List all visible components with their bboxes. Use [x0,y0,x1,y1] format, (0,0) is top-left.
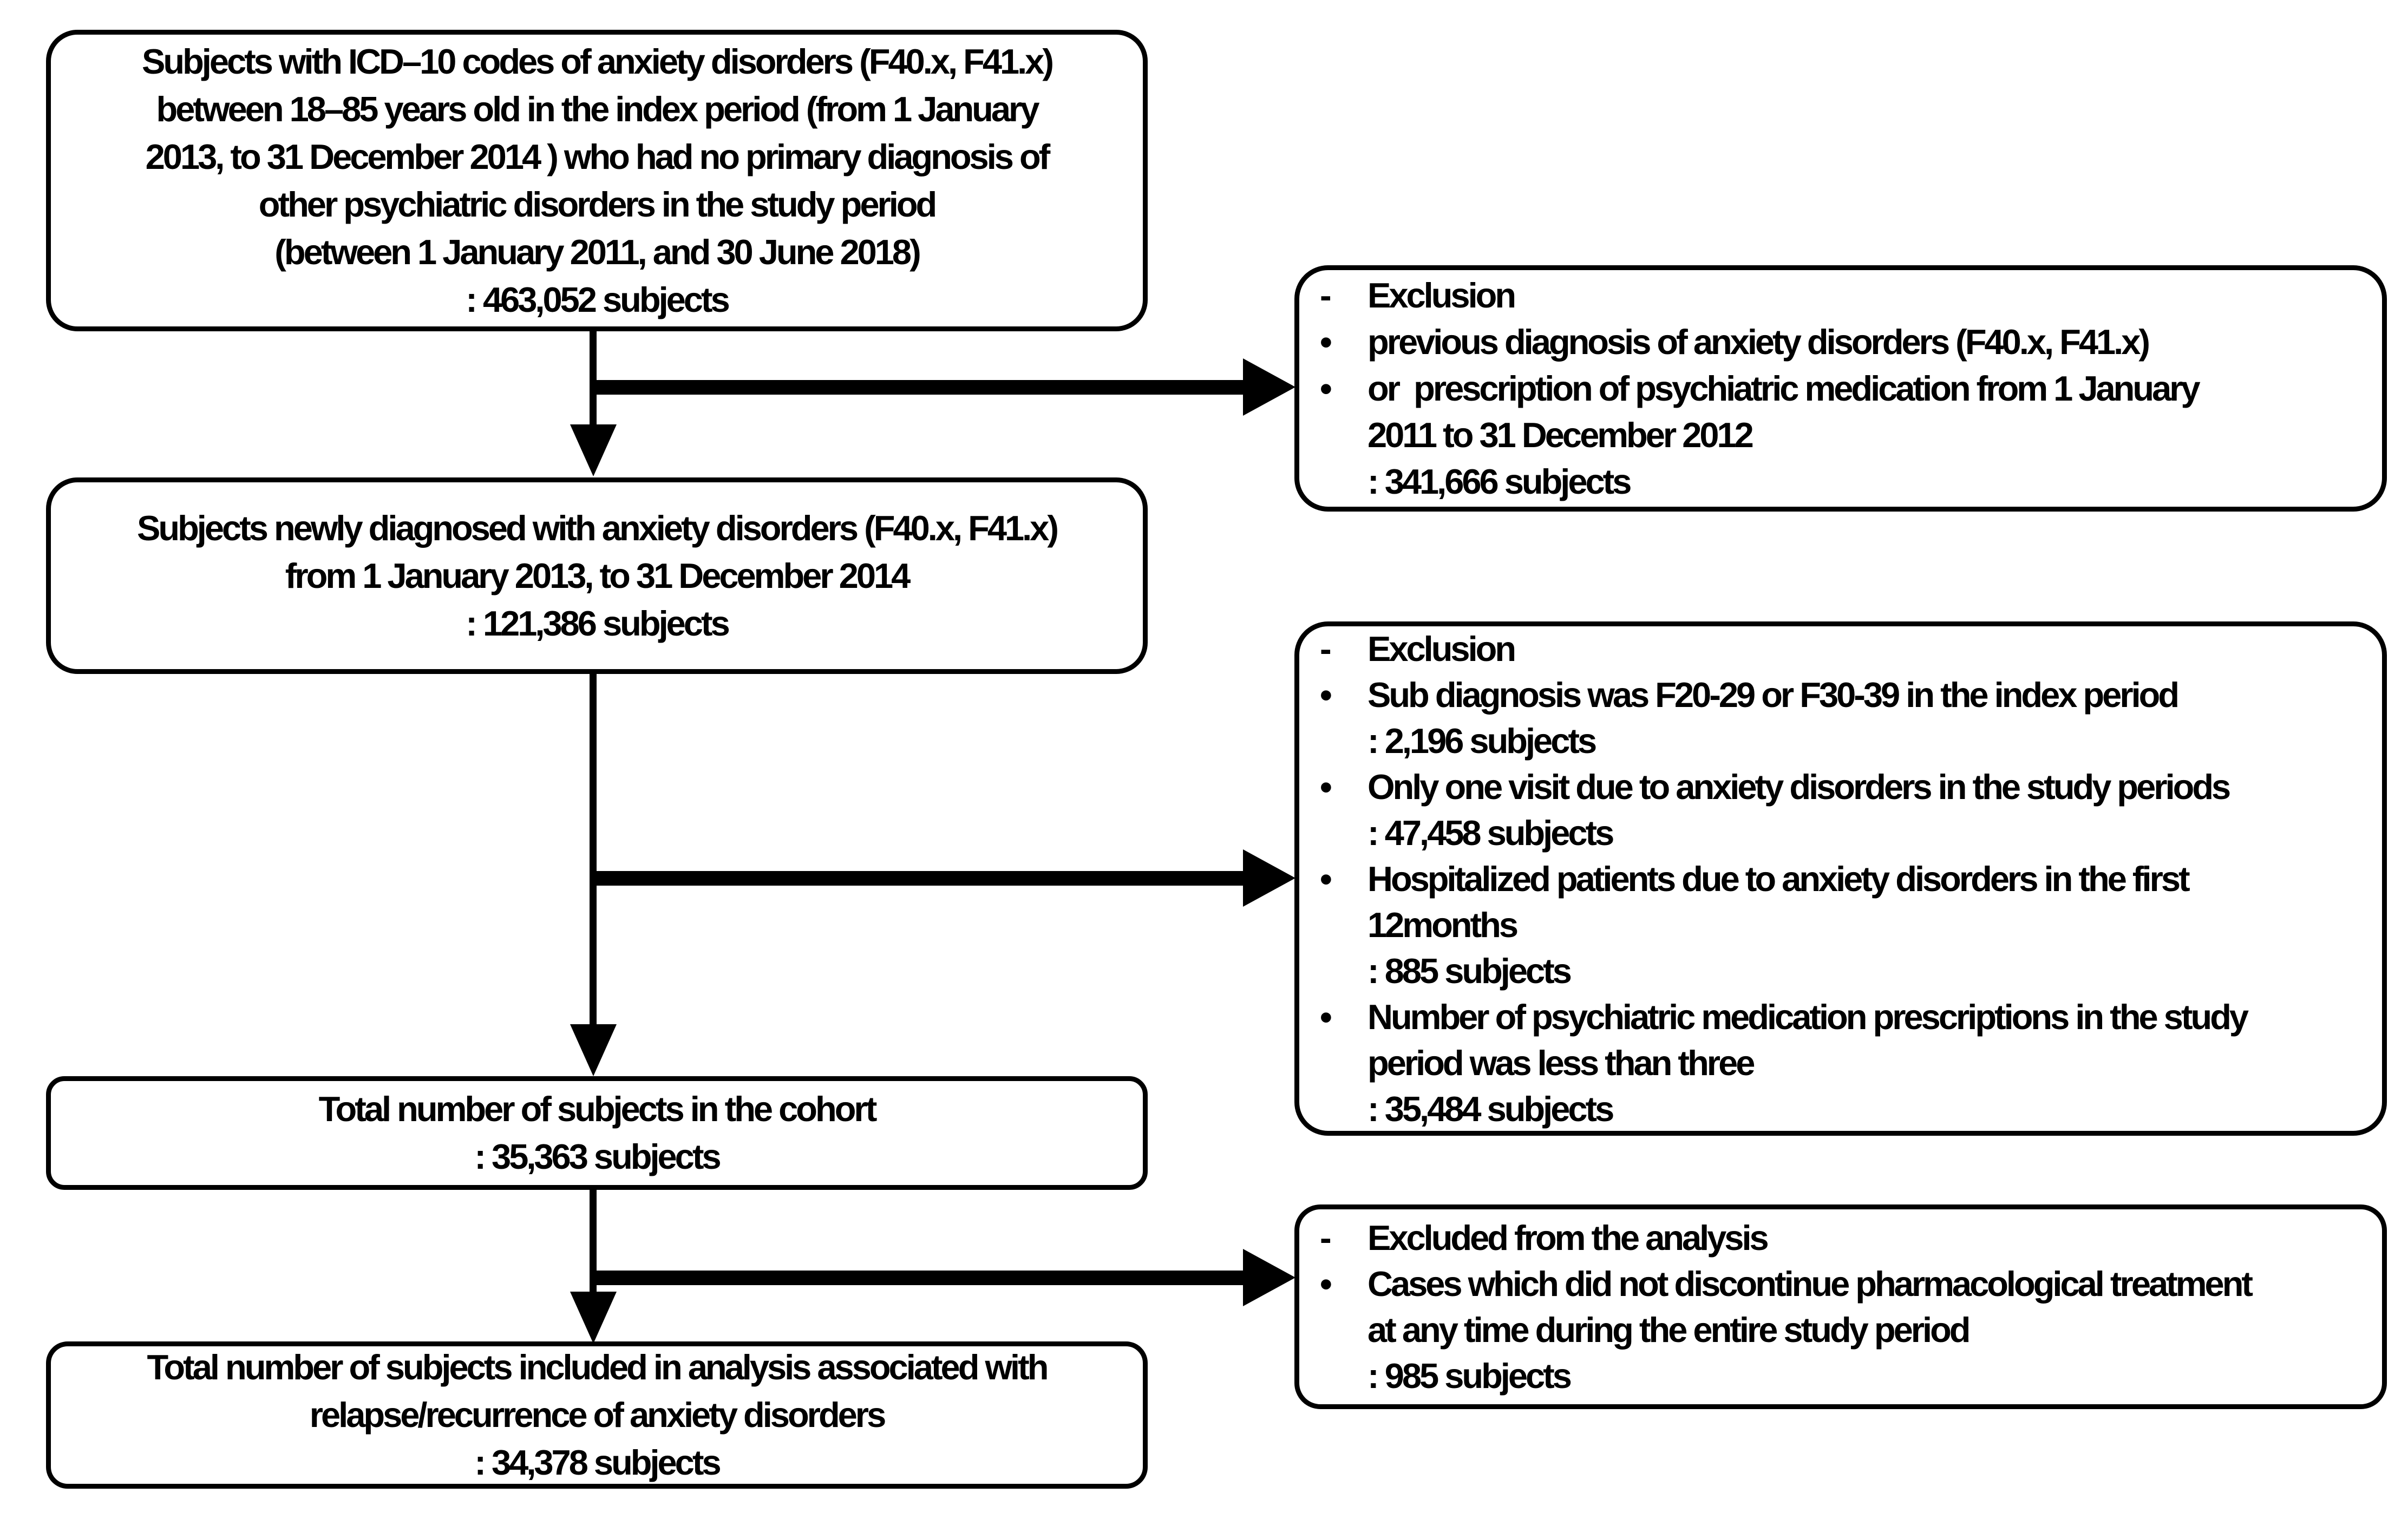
text-line: period was less than three [1367,1043,1755,1083]
text-line: Number of psychiatric medication prescri… [1367,997,2249,1037]
bullet-row: : 985 subjects [1314,1353,2371,1399]
arrow-down-1-head [570,424,617,476]
text-line: Total number of subjects in the cohort [318,1089,878,1129]
bullet-row: : 47,458 subjects [1314,810,2371,856]
text-line: Only one visit due to anxiety disorders … [1367,767,2231,807]
text-line: : 985 subjects [1367,1356,1572,1396]
bullet-row: • Cases which did not discontinue pharma… [1314,1261,2371,1307]
bullet-row: : 35,484 subjects [1314,1086,2371,1132]
bullet-row: • or prescription of psychiatric medicat… [1314,365,2371,412]
bullet-row: • Sub diagnosis was F20-29 or F30-39 in … [1314,672,2371,718]
bullet-marker: - [1320,1218,1332,1258]
bullet-row: : 2,196 subjects [1314,718,2371,764]
text-line: : 885 subjects [1367,951,1572,991]
arrow-right-2-shaft [590,871,1243,886]
text-line: Total number of subjects included in ana… [147,1347,1049,1387]
bullet-marker: - [1320,275,1332,315]
bullet-row: 2011 to 31 December 2012 [1314,412,2371,459]
bullet-row: - Exclusion [1314,626,2371,672]
text-line: from 1 January 2013, to 31 December 2014 [285,555,911,595]
text-line: or prescription of psychiatric medicatio… [1367,368,2201,408]
text-line: : 463,052 subjects [466,279,730,319]
text-line: 2013, to 31 December 2014 ) who had no p… [145,136,1051,176]
text-line: : 35,484 subjects [1367,1089,1614,1129]
arrow-down-3-head [570,1292,617,1344]
text-line: : 2,196 subjects [1367,721,1597,761]
text-line: Cases which did not discontinue pharmaco… [1367,1264,2253,1304]
text-line: : 47,458 subjects [1367,813,1614,853]
box-icd10-anxiety-subjects: Subjects with ICD–10 codes of anxiety di… [46,30,1148,331]
bullet-marker: • [1320,1264,1332,1304]
bullet-row: - Excluded from the analysis [1314,1215,2371,1261]
bullet-row: • Only one visit due to anxiety disorder… [1314,764,2371,810]
text-line: Subjects newly diagnosed with anxiety di… [137,508,1059,548]
text-line: 2011 to 31 December 2012 [1367,415,1754,455]
text-line: Hospitalized patients due to anxiety dis… [1367,859,2190,899]
text-line: : 121,386 subjects [466,603,730,643]
text-line: : 341,666 subjects [1367,461,1632,501]
text-line: at any time during the entire study peri… [1367,1310,1971,1350]
text-line: Sub diagnosis was F20-29 or F30-39 in th… [1367,675,2180,715]
bullet-row: : 885 subjects [1314,948,2371,994]
arrow-right-2-head [1243,849,1295,907]
bullet-row: : 341,666 subjects [1314,459,2371,505]
text-line: Subjects with ICD–10 codes of anxiety di… [142,41,1054,81]
arrow-down-2-shaft [590,674,597,1024]
box-newly-diagnosed-subjects: Subjects newly diagnosed with anxiety di… [46,477,1148,674]
box-analysis-total: Total number of subjects included in ana… [46,1341,1148,1489]
bullet-row: period was less than three [1314,1040,2371,1086]
arrow-right-3-head [1243,1249,1295,1306]
bullet-row: - Exclusion [1314,272,2371,319]
bullet-row: 12months [1314,902,2371,948]
bullet-marker: • [1320,675,1332,715]
text-line: other psychiatric disorders in the study… [258,184,938,224]
bullet-marker: • [1320,997,1332,1037]
bullet-marker: • [1320,859,1332,899]
box-exclusion-first: - Exclusion • previous diagnosis of anxi… [1294,265,2387,512]
arrow-down-3-shaft [590,1190,597,1292]
text-line: Exclusion [1367,628,1516,669]
bullet-row: • Number of psychiatric medication presc… [1314,994,2371,1040]
text-line: (between 1 January 2011, and 30 June 201… [274,232,921,272]
bullet-marker: • [1320,368,1332,408]
arrow-right-1-head [1243,358,1295,416]
text-line: : 34,378 subjects [474,1443,721,1482]
bullet-marker: - [1320,628,1332,669]
bullet-row: • previous diagnosis of anxiety disorder… [1314,319,2371,365]
text-line: relapse/recurrence of anxiety disorders [309,1395,887,1435]
box-exclusion-second: - Exclusion • Sub diagnosis was F20-29 o… [1294,621,2387,1136]
bullet-marker: • [1320,767,1332,807]
text-line: : 35,363 subjects [474,1137,721,1176]
bullet-row: • Hospitalized patients due to anxiety d… [1314,856,2371,902]
arrow-down-2-head [570,1024,617,1076]
arrow-down-1-shaft [590,331,597,424]
box-excluded-from-analysis: - Excluded from the analysis • Cases whi… [1294,1204,2387,1409]
bullet-row: at any time during the entire study peri… [1314,1307,2371,1353]
text-line: 12months [1367,905,1519,945]
bullet-marker: • [1320,322,1332,362]
text-line: between 18–85 years old in the index per… [156,89,1040,129]
text-line: Excluded from the analysis [1367,1218,1769,1258]
text-line: Exclusion [1367,275,1516,315]
arrow-right-1-shaft [590,380,1243,395]
box-cohort-total: Total number of subjects in the cohort :… [46,1076,1148,1190]
arrow-right-3-shaft [590,1271,1243,1285]
text-line: previous diagnosis of anxiety disorders … [1367,322,2150,362]
